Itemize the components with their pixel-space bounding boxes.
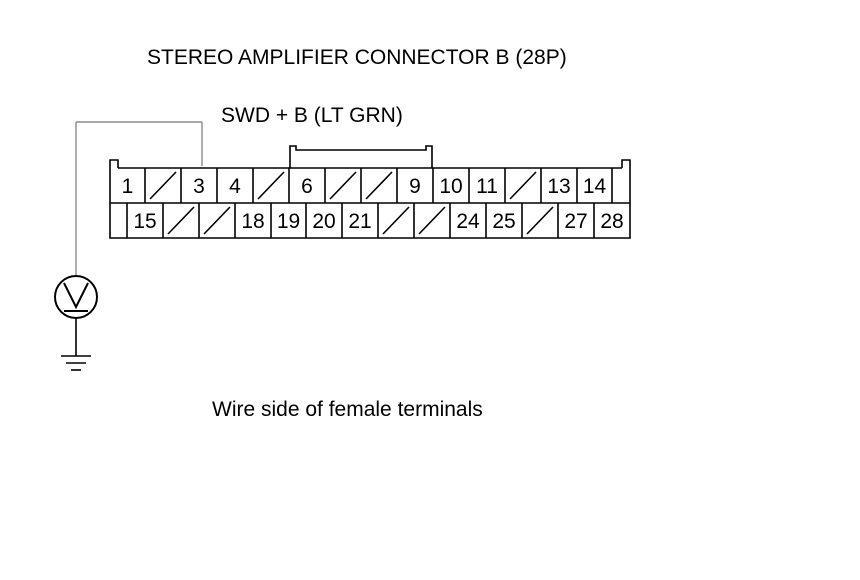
blank-cavity-slash: [509, 171, 537, 200]
terminal-11-label: 11: [476, 175, 498, 198]
terminal-13-label: 13: [547, 175, 570, 198]
ground-icon: [61, 355, 91, 371]
terminal-6-label: 6: [301, 175, 313, 198]
caption: Wire side of female terminals: [212, 398, 483, 421]
terminal-28-label: 28: [600, 210, 623, 233]
connector-outline: [109, 159, 631, 239]
terminal-27-label: 27: [564, 210, 587, 233]
terminal-19-label: 19: [277, 210, 300, 233]
terminal-25-label: 25: [492, 210, 515, 233]
voltmeter-v: [63, 282, 89, 310]
connector-title: STEREO AMPLIFIER CONNECTOR B (28P): [147, 46, 567, 69]
terminal-10-label: 10: [439, 175, 462, 198]
terminal-24-label: 24: [456, 210, 480, 233]
terminal-14-label: 14: [583, 175, 607, 198]
blank-cavity-slash: [418, 206, 446, 235]
blank-cavity-slash: [329, 171, 357, 200]
terminal-9-label: 9: [409, 175, 421, 198]
terminal-20-label: 20: [312, 210, 335, 233]
terminal-4-label: 4: [229, 175, 241, 198]
blank-cavity-slash: [365, 171, 393, 200]
blank-cavity-slash: [167, 206, 195, 235]
blank-cavity-slash: [257, 171, 285, 200]
voltmeter-icon: [54, 275, 98, 356]
blank-cavity-slash: [203, 206, 231, 235]
connector-lock-tab: [289, 145, 433, 168]
blank-cavity-slash: [382, 206, 410, 235]
blank-cavity-slash: [149, 171, 177, 200]
terminal-15-label: 15: [133, 210, 156, 233]
blank-cavity-slash: [526, 206, 554, 235]
terminal-1-label: 1: [122, 175, 134, 198]
probe-label: SWD + B (LT GRN): [221, 104, 403, 127]
terminal-21-label: 21: [348, 210, 371, 233]
terminal-18-label: 18: [241, 210, 264, 233]
probe-wire: [75, 121, 203, 276]
terminal-3-label: 3: [193, 175, 205, 198]
